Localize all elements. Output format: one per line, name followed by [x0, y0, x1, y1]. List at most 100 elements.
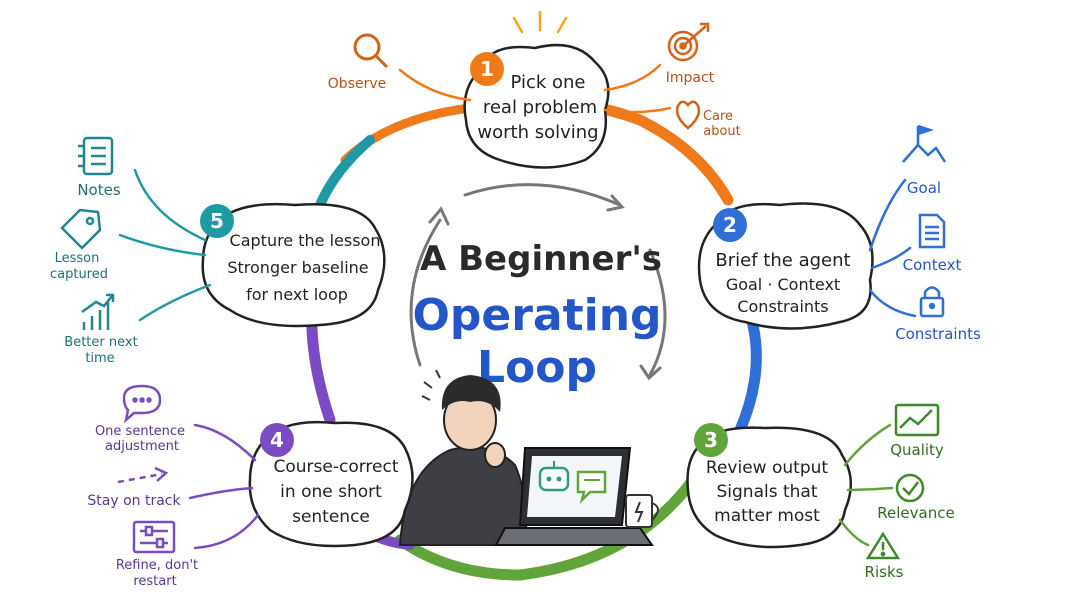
one-sentence-label-1: One sentence [95, 424, 185, 439]
step-1-line-1: Pick one [511, 72, 586, 93]
observe-branch: Observe [328, 33, 389, 92]
step-2-node: 2 Brief the agent Goal · Context Constra… [697, 202, 874, 330]
person-hair [441, 375, 501, 412]
document-icon [918, 213, 946, 249]
step-5-bubble [201, 202, 386, 328]
notes-branch: Notes [77, 136, 121, 199]
speech-bubble-icon [122, 384, 162, 424]
lock-icon [919, 286, 945, 318]
step-4-number: 4 [270, 428, 284, 452]
step-1-badge [470, 52, 504, 86]
growth-chart-icon [81, 293, 115, 330]
impact-branch: Impact [666, 22, 715, 86]
impact-label: Impact [666, 70, 715, 86]
dashed-arrow-icon [117, 472, 163, 484]
step-2-line-2: Goal · Context [726, 275, 840, 294]
mountain-flag-icon [902, 124, 947, 163]
step-4-line-1: Course-correct [273, 457, 398, 477]
step-4-bubble [248, 420, 414, 548]
title-line-1: A Beginner's [420, 239, 662, 279]
magnifier-icon [353, 33, 389, 69]
step-3-node: 3 Review output Signals that matter most [686, 423, 852, 549]
step-5-line-1: Capture the lesson [230, 231, 381, 250]
step-1-line-2: real problem [483, 97, 597, 118]
risks-label: Risks [865, 563, 904, 581]
notebook-icon [78, 136, 114, 176]
step-1-node: 1 Pick one real problem worth solving [463, 10, 610, 169]
refine-label-1: Refine, don't [116, 558, 198, 573]
constraints-label: Constraints [895, 325, 981, 343]
title-line-2: Operating [412, 290, 661, 341]
step-3-line-3: matter most [714, 506, 820, 526]
loop-arc-teal [315, 135, 375, 210]
refine-label-2: restart [133, 574, 176, 589]
quality-label: Quality [890, 441, 944, 459]
lesson-captured-branch: Lesson captured [50, 208, 108, 282]
warning-icon [865, 531, 901, 560]
laptop-base [494, 527, 654, 546]
step-2-line-3: Constraints [737, 297, 828, 316]
chart-icon [894, 403, 940, 437]
observe-label: Observe [328, 76, 386, 92]
care-label-1: Care [703, 109, 733, 124]
step-5-number: 5 [210, 209, 224, 233]
goal-branch: Goal [902, 124, 947, 197]
context-label: Context [903, 256, 962, 274]
context-branch: Context [903, 213, 962, 274]
risks-branch: Risks [865, 531, 904, 581]
step-4-line-2: in one short [280, 482, 382, 502]
target-icon [667, 22, 710, 62]
step-4-branches [188, 423, 260, 550]
step-2-badge [713, 208, 747, 242]
step-5-line-2: Stronger baseline [227, 258, 368, 277]
inner-cycle-arrows [409, 183, 667, 381]
step-5-badge [200, 204, 234, 238]
step-1-branches [398, 63, 672, 114]
one-sentence-label-2: adjustment [105, 439, 179, 454]
relevance-branch: Relevance [877, 473, 955, 522]
step-4-badge [260, 423, 294, 457]
constraints-branch: Constraints [895, 286, 981, 343]
step-3-number: 3 [704, 428, 718, 452]
refine-branch: Refine, don't restart [116, 520, 198, 589]
step-5-node: 5 Capture the lesson Stronger baseline f… [200, 202, 386, 328]
diagram-title: A Beginner's Operating Loop [412, 239, 662, 393]
quality-branch: Quality [890, 403, 944, 459]
stay-on-track-branch: Stay on track [87, 466, 181, 509]
step-3-branches [838, 423, 894, 547]
lesson-label-2: captured [50, 267, 108, 282]
title-line-3: Loop [477, 342, 597, 393]
step-3-line-2: Signals that [716, 482, 817, 502]
step-1-line-3: worth solving [477, 122, 598, 143]
robot-icon [538, 466, 570, 492]
sliders-icon [132, 520, 176, 554]
stay-on-track-label: Stay on track [87, 493, 181, 509]
step-4-node: 4 Course-correct in one short sentence [248, 420, 414, 548]
person-at-laptop-illustration [398, 369, 659, 546]
step-3-line-1: Review output [706, 458, 828, 478]
check-circle-icon [895, 473, 925, 503]
step-2-number: 2 [723, 213, 737, 237]
step-3-bubble [686, 426, 852, 549]
notes-label: Notes [77, 181, 121, 199]
heart-icon [675, 100, 701, 130]
better-label-2: time [85, 351, 114, 366]
step-2-line-1: Brief the agent [715, 250, 850, 271]
step-1-number: 1 [480, 57, 494, 81]
better-next-time-branch: Better next time [64, 293, 138, 366]
step-5-branches [118, 168, 212, 322]
better-label-1: Better next [64, 335, 137, 350]
lesson-label-1: Lesson [55, 251, 100, 266]
step-5-line-3: for next loop [246, 285, 348, 304]
one-sentence-branch: One sentence adjustment [95, 384, 185, 454]
care-label-2: about [703, 124, 741, 139]
step-4-line-3: sentence [292, 507, 370, 527]
loop-arc-green [394, 464, 706, 581]
relevance-label: Relevance [877, 504, 954, 522]
step-2-branches [868, 178, 917, 318]
care-about-branch: Care about [675, 100, 741, 139]
tag-icon [60, 208, 102, 250]
step-3-badge [694, 423, 728, 457]
